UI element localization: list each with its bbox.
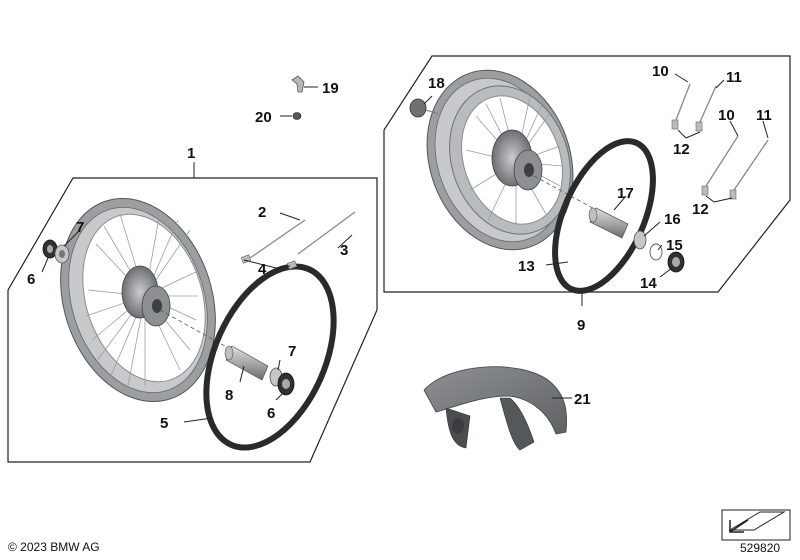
- callout-20: 20: [255, 109, 272, 126]
- callout-10-lower: 10: [718, 107, 735, 124]
- front-spokes-2-3: [249, 211, 356, 259]
- callout-17: 17: [617, 185, 634, 202]
- cap-20: [292, 112, 302, 120]
- callout-6-left: 6: [27, 271, 35, 288]
- rear-spacer-sleeve-17: [588, 207, 629, 239]
- valve-group: [280, 75, 318, 120]
- callout-15: 15: [666, 237, 683, 254]
- rear-rim: [426, 69, 574, 251]
- callout-16: 16: [664, 211, 681, 228]
- callout-12-top: 12: [673, 141, 690, 158]
- rear-ring-15: [649, 243, 663, 261]
- callout-3: 3: [340, 242, 348, 259]
- front-spacer-sleeve-8: [224, 345, 269, 381]
- rear-valve-cap-18: [409, 98, 427, 118]
- rear-spokes-10-11: [675, 83, 769, 191]
- valve-19: [291, 75, 305, 93]
- callout-8: 8: [225, 387, 233, 404]
- callout-9: 9: [577, 317, 585, 334]
- callout-18: 18: [428, 75, 445, 92]
- callout-14: 14: [640, 275, 657, 292]
- diagram-number: 529820: [740, 541, 781, 555]
- callout-13: 13: [518, 258, 535, 275]
- front-wheel-frame: [7, 177, 378, 463]
- callout-labels: 1 2 3 4 5 6 6 7 7 8 9 10 10 11 11 12 12 …: [27, 63, 772, 432]
- callout-19: 19: [322, 80, 339, 97]
- copyright-text: © 2023 BMW AG: [8, 540, 100, 554]
- front-fender-21: [423, 366, 572, 451]
- front-rim: [60, 197, 216, 403]
- callout-7-right: 7: [288, 343, 296, 360]
- callout-5: 5: [160, 415, 168, 432]
- rear-wheel-group: [383, 55, 791, 306]
- callout-1: 1: [187, 145, 195, 162]
- callout-4: 4: [258, 261, 267, 278]
- front-rim-band-5: [203, 263, 337, 451]
- front-spoke-nipples-4: [240, 254, 298, 270]
- front-wheel-group: [7, 162, 378, 463]
- callout-11-top: 11: [726, 69, 742, 86]
- callout-10-top: 10: [652, 63, 669, 80]
- callout-2: 2: [258, 204, 266, 221]
- callout-12-lower: 12: [692, 201, 709, 218]
- callout-21: 21: [574, 391, 591, 408]
- rear-spoke-nipples-12: [671, 119, 737, 200]
- callout-7-left: 7: [76, 219, 84, 236]
- rear-wheel-frame: [383, 55, 791, 293]
- callout-6-right: 6: [267, 405, 275, 422]
- callout-11-lower: 11: [756, 107, 772, 124]
- rear-seal-16: [633, 230, 647, 250]
- view-direction-icon: [721, 509, 791, 541]
